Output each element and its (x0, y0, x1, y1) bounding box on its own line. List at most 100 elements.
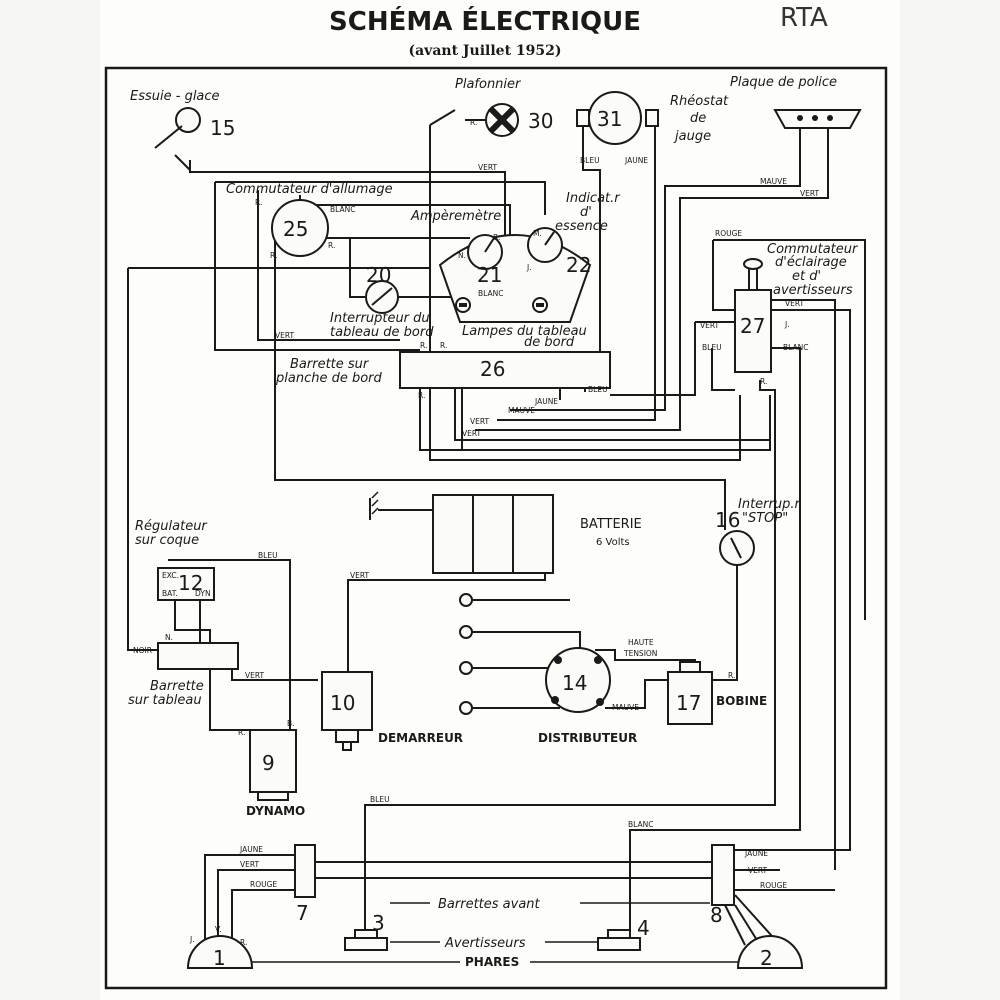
rheostat-label-1: Rhéostat (670, 94, 729, 109)
terminal-strip-label-2: planche de bord (275, 371, 383, 386)
wire-label-tension: TENSION (623, 649, 657, 658)
stop-switch-component: 16 Interrup.r "STOP" (715, 497, 801, 566)
headlight-r-label: R. (240, 938, 247, 947)
distributor-number: 14 (562, 671, 587, 695)
wiper-component: Essuie - glace 15 (130, 89, 235, 171)
headlights: 1 2 PHARES J. V. R. (186, 925, 804, 970)
wire-label-jaune-left: JAUNE (239, 845, 263, 854)
wire-label-vert-right: VERT (748, 866, 768, 875)
ammeter-n-label: N. (458, 251, 466, 260)
ceiling-light-label: Plafonnier (455, 77, 522, 92)
regulator-number: 12 (178, 571, 203, 595)
ignition-r-label-3: R. (328, 241, 335, 250)
headlight-j-label: J. (189, 935, 195, 944)
distributor-label: DISTRIBUTEUR (538, 731, 637, 745)
wire-label-r-26b: R. (440, 341, 447, 350)
panel-terminal-strip-component: Barrette sur tableau NOIR N. (128, 633, 239, 708)
wire-label-bleu-horn: BLEU (370, 795, 390, 804)
ceiling-light-component: Plafonnier 30 R. (455, 77, 553, 137)
lighting-switch-number: 27 (740, 314, 765, 338)
ceiling-light-number: 30 (528, 109, 553, 133)
panel-n-label: N. (165, 633, 173, 642)
regulator-bat-label: BAT. (162, 589, 178, 598)
coil-number: 17 (676, 691, 701, 715)
ignition-blanc-label: BLANC (330, 205, 355, 214)
diagram-frame (104, 66, 888, 990)
wire-label-rouge-right: ROUGE (760, 881, 787, 890)
front-strips-label: Barrettes avant (438, 897, 541, 912)
dynamo-component: 9 DYNAMO R. B. (238, 719, 305, 818)
panel-noir-label: NOIR (133, 646, 152, 655)
headlights-label: PHARES (465, 955, 519, 969)
dynamo-r-label: R. (238, 728, 245, 737)
horn-left-number: 3 (372, 911, 385, 935)
license-plate-light-component: Plaque de police (730, 75, 862, 129)
battery-label-2: 6 Volts (596, 537, 630, 548)
ignition-r-label-2: R. (270, 251, 277, 260)
starter-label: DEMARREUR (378, 731, 463, 745)
wire-color-labels: VERT BLEU JAUNE MAUVE VERT ROUGE VERT VE… (239, 156, 820, 890)
horn-right-number: 4 (637, 916, 650, 940)
lighting-switch-component: 27 Commutateur d'éclairage et d' avertis… (734, 242, 859, 373)
panel-strip-label-1: Barrette (150, 679, 204, 694)
wire-label-jaune-right: JAUNE (744, 849, 768, 858)
wire-label-r-26c: R. (418, 391, 425, 400)
wire-label-blanc-27: BLANC (783, 343, 808, 352)
terminal-strip-label-1: Barrette sur (290, 357, 370, 372)
lighting-switch-label-4: avertisseurs (773, 283, 853, 298)
wire-label-bleu-26: BLEU (588, 385, 608, 394)
rheostat-label-3: jauge (673, 129, 711, 144)
dashboard-terminal-strip-component: 26 Barrette sur planche de bord (275, 351, 611, 389)
wire-label-vert-26b: VERT (462, 429, 482, 438)
rheostat-label-2: de (690, 111, 706, 126)
gauge-m-label: M. (533, 229, 542, 238)
wire-label-vert-battery: VERT (350, 571, 370, 580)
wire-label-rouge-left: ROUGE (250, 880, 277, 889)
wire-label-mauve-26: MAUVE (508, 406, 535, 415)
dash-lamps-label-2: de bord (524, 335, 575, 350)
regulator-dyn-label: DYN (195, 589, 211, 598)
headlight-v-label: V. (215, 925, 222, 934)
wire-label-mauve-coil: MAUVE (612, 703, 639, 712)
rheostat-number: 31 (597, 107, 622, 131)
wire-label-vert-27-left: VERT (700, 321, 720, 330)
gauge-j-label: J. (526, 263, 532, 272)
wiper-number: 15 (210, 116, 235, 140)
front-terminal-strips: 7 8 Barrettes avant (294, 844, 735, 927)
wire-label-vert-25: VERT (275, 331, 295, 340)
wire-label-vert-top: VERT (478, 163, 498, 172)
wire-label-j-27: J. (784, 320, 790, 329)
panel-strip-label-2: sur tableau (128, 693, 202, 708)
dash-switch-component: 20 Interrupteur du tableau de bord (330, 263, 434, 340)
dynamo-number: 9 (262, 751, 275, 775)
wire-label-rouge-27: ROUGE (715, 229, 742, 238)
stop-switch-number: 16 (715, 508, 740, 532)
lighting-switch-label-1: Commutateur (767, 242, 859, 257)
wire-label-bleu-regulator: BLEU (258, 551, 278, 560)
wire-label-vert-27: VERT (785, 299, 805, 308)
regulator-exc-label: EXC. (162, 571, 179, 580)
wire-label-r-coil: R. (728, 671, 735, 680)
headlight-left-number: 1 (213, 946, 226, 970)
ignition-switch-label: Commutateur d'allumage (226, 182, 393, 197)
ignition-coil-component: 17 BOBINE (667, 661, 767, 725)
stop-switch-label-1: Interrup.r (738, 497, 801, 512)
wire-label-jaune-rheostat: JAUNE (624, 156, 648, 165)
front-strip-right-number: 8 (710, 903, 723, 927)
wire-label-r-27: R. (760, 377, 767, 386)
dynamo-label: DYNAMO (246, 804, 305, 818)
ammeter-label: Ampèremètre (410, 209, 501, 224)
wire-label-vert-starter: VERT (245, 671, 265, 680)
wire-label-jaune-26: JAUNE (534, 397, 558, 406)
wire-label-mauve-plaque: MAUVE (760, 177, 787, 186)
dynamo-b-label: B. (287, 719, 295, 728)
handwritten-note: RTA (780, 3, 828, 33)
lighting-switch-label-3: et d' (792, 269, 821, 284)
stop-switch-label-2: "STOP" (742, 511, 788, 526)
wiper-label: Essuie - glace (130, 89, 220, 104)
wire-label-vert-left: VERT (240, 860, 260, 869)
ignition-switch-component: 25 Commutateur d'allumage R. BLANC R. R. (226, 182, 393, 260)
wire-label-r-26a: R. (420, 341, 427, 350)
